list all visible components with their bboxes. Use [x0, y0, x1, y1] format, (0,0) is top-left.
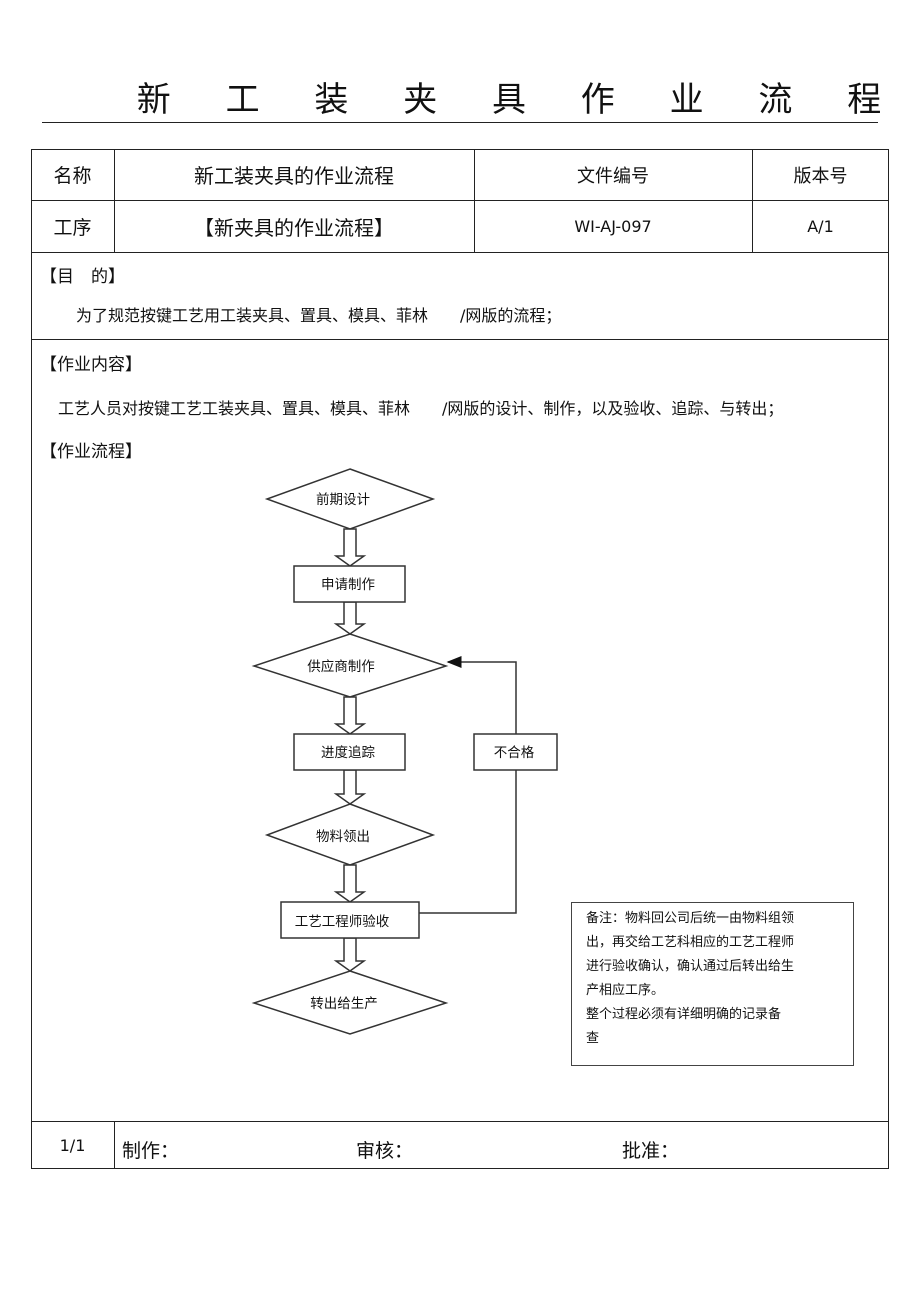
flow-arrow-5	[333, 864, 367, 903]
step-apply-label: 申请制作	[321, 577, 375, 593]
step-reject-box	[473, 733, 558, 771]
step-transfer-label: 转出给生产	[310, 996, 378, 1012]
process-label: 工序	[53, 216, 92, 239]
version-value: A/1	[807, 216, 834, 236]
step-track-box	[293, 733, 406, 771]
purpose-text: 为了规范按键工艺用工装夹具、置具、模具、菲林 /网版的流程；	[76, 306, 562, 325]
flow-arrow-2	[333, 601, 367, 635]
purpose-heading: 【目 的】	[40, 267, 125, 287]
step-inspect-label: 工艺工程师验收	[295, 914, 390, 930]
step-receive-label: 物料领出	[316, 829, 370, 845]
remark-line: 查	[586, 1031, 600, 1046]
flow-heading: 【作业流程】	[40, 442, 142, 462]
step-apply-box	[293, 565, 406, 603]
step-track-label: 进度追踪	[321, 745, 375, 761]
step-receive-diamond	[264, 803, 436, 866]
step-supplier-label: 供应商制作	[307, 658, 375, 675]
remark-line: 出，再交给工艺科相应的工艺工程师	[586, 935, 795, 950]
remark-line: 整个过程必须有详细明确的记录备	[586, 1007, 782, 1022]
header-col-divider-2	[474, 149, 475, 252]
title-rule	[42, 122, 878, 123]
file-number-value: WI-AJ-097	[574, 216, 652, 236]
content-heading: 【作业内容】	[40, 355, 142, 375]
flow-arrow-6	[333, 937, 367, 972]
step-reject-label: 不合格	[494, 745, 535, 761]
header-row-divider	[31, 200, 889, 201]
step-supplier-diamond	[251, 633, 449, 698]
page-number: 1/1	[59, 1135, 86, 1155]
version-label: 版本号	[793, 165, 848, 187]
reject-return-arrow	[446, 656, 517, 734]
content-text: 工艺人员对按键工艺工装夹具、置具、模具、菲林 /网版的设计、制作，以及验收、追踪…	[58, 399, 784, 418]
name-value: 新工装夹具的作业流程	[194, 164, 394, 188]
page-title: 新 工 装 夹 具 作 业 流 程	[136, 80, 904, 120]
flow-arrow-3	[333, 696, 367, 735]
remark-line: 备注：物料回公司后统一由物料组领	[586, 911, 795, 926]
reviewed-by-label: 审核：	[356, 1140, 414, 1162]
made-by-label: 制作：	[122, 1140, 180, 1162]
name-label: 名称	[53, 165, 92, 187]
flow-arrow-4	[333, 769, 367, 805]
header-col-divider-3	[752, 149, 753, 252]
step-design-diamond	[264, 468, 436, 530]
header-bottom-divider	[31, 252, 889, 253]
flow-arrow-1	[333, 528, 367, 567]
document-form	[31, 149, 889, 1169]
footer-divider	[31, 1121, 889, 1122]
step-transfer-diamond	[251, 970, 449, 1035]
footer-col-divider	[114, 1121, 115, 1169]
reject-feedback-line	[419, 770, 517, 914]
approved-by-label: 批准：	[622, 1140, 680, 1162]
process-value: 【新夹具的作业流程】	[194, 215, 394, 240]
file-number-label: 文件编号	[577, 165, 649, 187]
step-inspect-box	[280, 901, 420, 939]
remark-box: 备注：物料回公司后统一由物料组领 出，再交给工艺科相应的工艺工程师 进行验收确认…	[571, 902, 854, 1066]
header-col-divider-1	[114, 149, 115, 252]
remark-line: 产相应工序。	[586, 983, 665, 998]
step-design-label: 前期设计	[316, 491, 370, 508]
purpose-divider	[31, 339, 889, 340]
remark-line: 进行验收确认，确认通过后转出给生	[586, 959, 795, 974]
